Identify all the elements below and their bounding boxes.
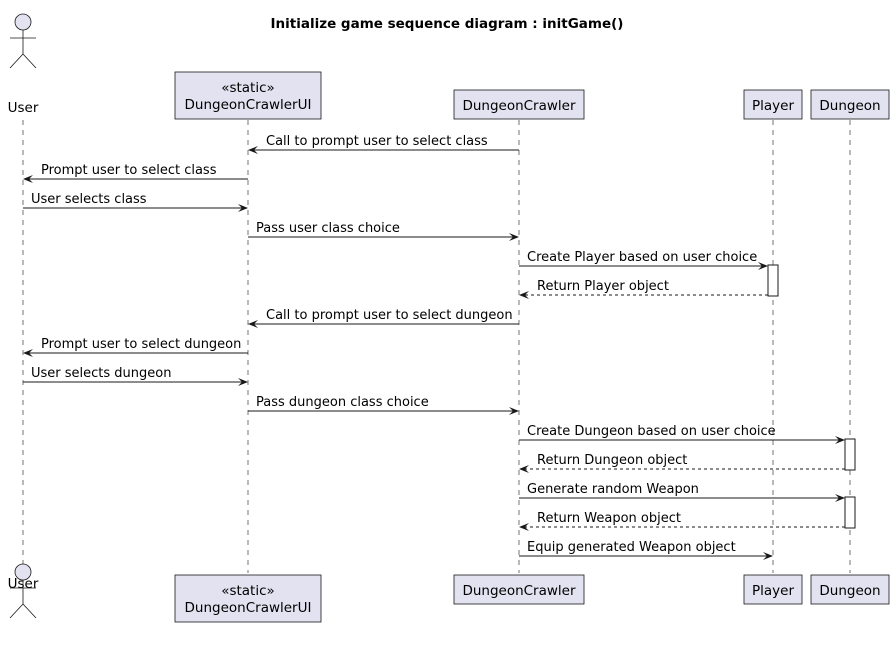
participant-crawler-bottom: DungeonCrawler xyxy=(453,574,585,605)
actor-icon xyxy=(9,13,37,69)
arrowhead-icon xyxy=(509,233,519,241)
participant-box xyxy=(743,574,803,605)
participant-label: User xyxy=(8,100,39,116)
participant-label: Dungeon xyxy=(819,583,880,599)
message-label: Generate random Weapon xyxy=(527,482,699,497)
message-label: Prompt user to select dungeon xyxy=(41,337,241,352)
participant-ui-bottom: «static»DungeonCrawlerUI xyxy=(174,574,322,623)
participant-box xyxy=(453,574,585,605)
message-label: Create Player based on user choice xyxy=(527,250,757,265)
activation-bars xyxy=(767,264,856,529)
participant-label: Dungeon xyxy=(819,98,880,114)
message-2: Prompt user to select class xyxy=(23,163,248,183)
arrowhead-icon xyxy=(519,465,529,473)
participant-label: DungeonCrawler xyxy=(462,583,576,599)
message-8: Prompt user to select dungeon xyxy=(23,337,248,357)
participants-bottom: User«static»DungeonCrawlerUIDungeonCrawl… xyxy=(8,563,890,623)
participant-label: DungeonCrawlerUI xyxy=(185,600,312,616)
participant-player-top: Player xyxy=(743,89,803,120)
actor-icon xyxy=(9,563,37,619)
arrowhead-icon xyxy=(248,146,258,154)
message-13: Generate random Weapon xyxy=(519,482,845,502)
participant-user-bottom: User xyxy=(8,563,39,619)
message-4: Pass user class choice xyxy=(248,221,519,241)
participant-player-bottom: Player xyxy=(743,574,803,605)
participant-label: Player xyxy=(752,98,794,114)
message-label: Pass user class choice xyxy=(256,221,400,236)
participant-dungeon-bottom: Dungeon xyxy=(810,574,890,605)
message-label: Return Dungeon object xyxy=(537,453,687,468)
participant-user-top: User xyxy=(8,13,39,116)
message-11: Create Dungeon based on user choice xyxy=(519,424,845,444)
message-label: Create Dungeon based on user choice xyxy=(527,424,776,439)
arrowhead-icon xyxy=(23,349,33,357)
arrowhead-icon xyxy=(758,262,768,270)
message-9: User selects dungeon xyxy=(23,366,248,386)
message-7: Call to prompt user to select dungeon xyxy=(248,308,519,328)
arrowhead-icon xyxy=(519,523,529,531)
message-label: Equip generated Weapon object xyxy=(527,540,736,555)
activation-bar-dungeon xyxy=(844,496,856,529)
arrowhead-icon xyxy=(519,291,529,299)
message-14: Return Weapon object xyxy=(519,511,845,531)
arrowhead-icon xyxy=(238,204,248,212)
participant-dungeon-top: Dungeon xyxy=(810,89,890,120)
arrowhead-icon xyxy=(835,436,845,444)
message-label: Call to prompt user to select class xyxy=(266,134,488,149)
message-label: User selects class xyxy=(31,192,147,207)
participant-box xyxy=(174,71,322,120)
arrowhead-icon xyxy=(248,320,258,328)
message-15: Equip generated Weapon object xyxy=(519,540,773,560)
message-1: Call to prompt user to select class xyxy=(248,134,519,154)
message-5: Create Player based on user choice xyxy=(519,250,768,270)
participant-box xyxy=(174,574,322,623)
message-10: Pass dungeon class choice xyxy=(248,395,519,415)
message-3: User selects class xyxy=(23,192,248,212)
arrowhead-icon xyxy=(763,552,773,560)
diagram-title: Initialize game sequence diagram : initG… xyxy=(271,16,624,32)
activation-bar-player xyxy=(767,264,779,297)
message-6: Return Player object xyxy=(519,279,768,299)
participant-label: «static» xyxy=(221,80,275,96)
message-label: User selects dungeon xyxy=(31,366,171,381)
participant-crawler-top: DungeonCrawler xyxy=(453,89,585,120)
arrowhead-icon xyxy=(835,494,845,502)
arrowhead-icon xyxy=(23,175,33,183)
participant-ui-top: «static»DungeonCrawlerUI xyxy=(174,71,322,120)
participant-box xyxy=(453,89,585,120)
messages: Call to prompt user to select classPromp… xyxy=(23,134,845,560)
participant-label: «static» xyxy=(221,583,275,599)
participant-label: Player xyxy=(752,583,794,599)
participant-label: DungeonCrawlerUI xyxy=(185,97,312,113)
message-label: Pass dungeon class choice xyxy=(256,395,429,410)
message-label: Call to prompt user to select dungeon xyxy=(266,308,513,323)
arrowhead-icon xyxy=(509,407,519,415)
participant-box xyxy=(810,574,890,605)
activation-bar-dungeon xyxy=(844,438,856,471)
message-label: Return Weapon object xyxy=(537,511,681,526)
message-12: Return Dungeon object xyxy=(519,453,845,473)
message-label: Return Player object xyxy=(537,279,669,294)
participant-box xyxy=(743,89,803,120)
arrowhead-icon xyxy=(238,378,248,386)
participant-label: DungeonCrawler xyxy=(462,98,576,114)
message-label: Prompt user to select class xyxy=(41,163,217,178)
participant-box xyxy=(810,89,890,120)
